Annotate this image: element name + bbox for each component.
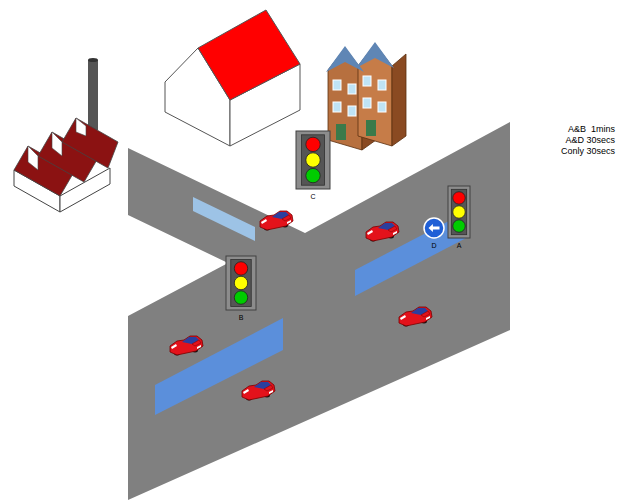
road xyxy=(128,122,510,500)
signal-lamp xyxy=(306,153,320,167)
signal-lamp xyxy=(453,220,465,232)
factory xyxy=(14,58,118,212)
light-face xyxy=(451,189,466,234)
light-housing xyxy=(226,256,256,310)
timing-note: Conly 30secs xyxy=(561,146,615,157)
timing-note: A&D 30secs xyxy=(561,135,615,146)
signal-lamp xyxy=(234,262,247,275)
signal-lamp xyxy=(453,192,465,204)
timing-note: A&B 1mins xyxy=(561,124,615,135)
sign-icon xyxy=(423,217,445,239)
light-housing xyxy=(448,186,470,238)
cars xyxy=(170,211,432,401)
light-icon xyxy=(225,255,257,311)
light-icon xyxy=(295,130,331,190)
traffic-light: B xyxy=(224,255,258,322)
light-label: B xyxy=(224,313,258,322)
road-sign: D xyxy=(422,217,446,250)
crossing-stripe xyxy=(193,197,255,241)
light-housing xyxy=(296,131,330,189)
signal-lamp xyxy=(234,291,247,304)
house xyxy=(165,10,300,146)
townhouses xyxy=(326,42,406,150)
sign-disc xyxy=(424,218,444,238)
sign-arrow xyxy=(429,224,440,232)
crossing-stripe xyxy=(155,318,283,415)
timing-notes: A&B 1minsA&D 30secsConly 30secs xyxy=(561,124,615,157)
light-label: C xyxy=(294,192,332,201)
signal-lamp xyxy=(453,206,465,218)
light-label: A xyxy=(446,241,472,250)
light-face xyxy=(301,135,324,185)
traffic-light: C xyxy=(294,130,332,201)
light-icon xyxy=(447,185,471,239)
light-face xyxy=(231,259,251,306)
signal-lamp xyxy=(306,168,320,182)
signal-lamp xyxy=(306,137,320,151)
signal-lamp xyxy=(234,276,247,289)
traffic-light: A xyxy=(446,185,472,250)
light-label: D xyxy=(422,241,446,250)
